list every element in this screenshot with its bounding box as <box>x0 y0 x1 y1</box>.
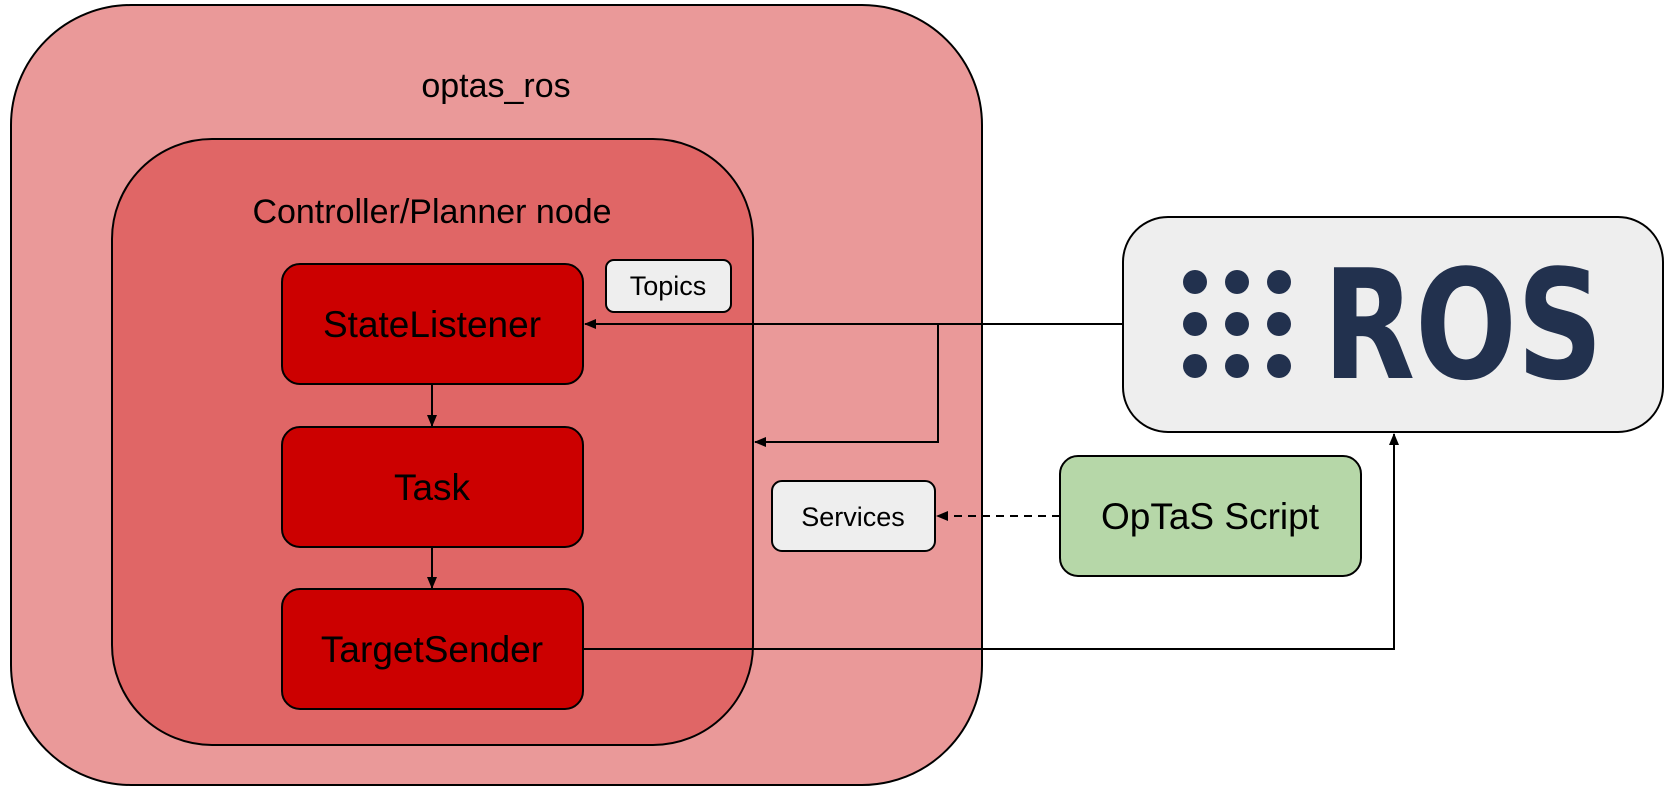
services-box <box>771 480 936 552</box>
task-block: Task <box>281 426 584 548</box>
task-label: Task <box>394 467 471 508</box>
topics-tag: Topics <box>605 259 732 313</box>
state-listener-label: StateListener <box>323 304 541 345</box>
topics-label: Topics <box>630 271 707 301</box>
arrow-ros-to-node <box>754 324 939 447</box>
arrow-targetsender-to-ros <box>583 433 1399 650</box>
ros-logo-text: ROS <box>1323 237 1603 414</box>
optas-ros-label: optas_ros <box>421 67 570 105</box>
topics-box <box>605 259 732 313</box>
optas-script-block: OpTaS Script <box>1059 455 1362 577</box>
ros-logo-dots-icon <box>1183 270 1291 378</box>
target-sender-label: TargetSender <box>321 629 543 670</box>
services-tag: Services <box>771 480 936 552</box>
controller-planner-node-label: Controller/Planner node <box>252 193 611 231</box>
optas-script-label: OpTaS Script <box>1101 496 1320 537</box>
target-sender-block: TargetSender <box>281 588 584 710</box>
state-listener-block: StateListener <box>281 263 584 385</box>
ros-block: ROS <box>1122 216 1664 433</box>
services-label: Services <box>801 502 905 532</box>
